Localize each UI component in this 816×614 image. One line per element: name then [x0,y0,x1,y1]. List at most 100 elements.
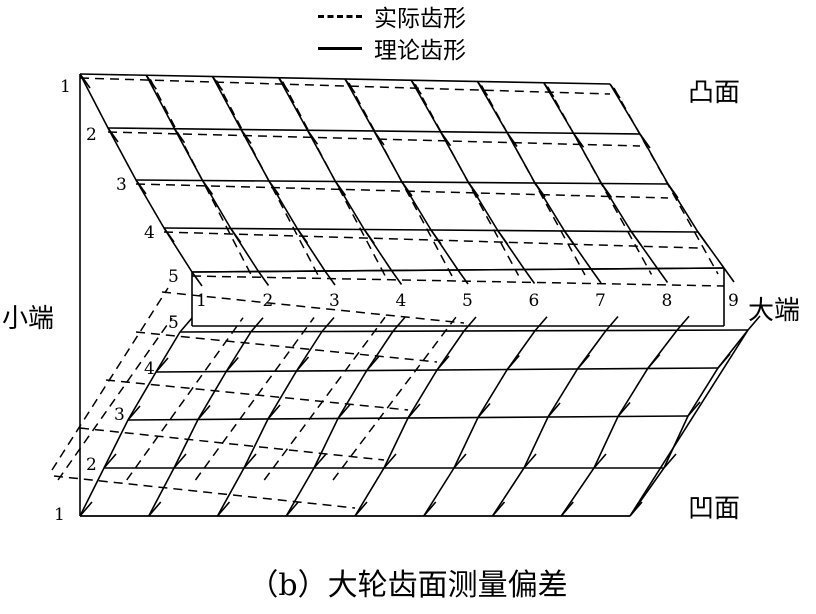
convex-face-label: 凸面 [688,78,741,108]
concave-row-number: 1 [54,505,65,525]
theory-concave-cell-depth [155,357,169,373]
figure-caption: （b）大轮齿面测量偏差 [248,568,568,603]
actual-convex-column-line [348,82,453,277]
theory-concave-cell-depth [197,404,211,421]
actual-concave-column-line [126,317,244,481]
actual-convex-column-line [480,85,586,276]
concave-row-number: 4 [144,359,155,379]
actual-concave-row-line [53,475,356,509]
theory-convex-cell-depth [563,230,576,246]
theory-concave-cell-depth [534,316,548,332]
actual-concave-row-line [79,427,385,461]
actual-profile-grid [51,77,725,509]
theory-concave-cell-depth [747,315,761,331]
actual-convex-column-line [149,78,254,278]
theory-convex-cell-depth [630,231,642,246]
theory-concave-cell-depth [383,453,397,469]
theory-concave-cell-depth [523,453,537,469]
theory-concave-cell-depth [250,317,264,333]
theory-convex-cell-depth [590,268,602,284]
convex-row-number: 1 [60,77,71,97]
actual-convex-column-line [414,83,520,276]
convex-rim-top [191,267,725,273]
theory-convex-cell-depth [497,230,509,245]
theory-concave-cell-depth [676,315,690,331]
actual-convex-column-line [282,81,387,277]
theory-concave-cell-depth [267,404,281,420]
concave-face-label: 凹面 [688,494,741,524]
column-number: 6 [529,291,540,311]
theory-convex-cell-depth [230,228,242,243]
actual-concave-column-line [332,316,457,481]
concave-row-number: 5 [168,313,179,333]
theory-concave-cell-depth [617,401,631,418]
actual-concave-column-line [57,317,173,481]
theory-convex-cell-depth [79,73,91,89]
theory-concave-cell-depth [148,501,162,517]
theory-concave-cell-depth [407,403,421,419]
theory-concave-cell-depth [243,453,257,469]
concave-row-number: 2 [86,455,97,475]
theory-concave-cell-depth [103,453,117,469]
theory-convex-cell-depth [334,181,347,196]
theory-concave-cell-depth [605,315,619,332]
actual-convex-row-line [107,131,641,147]
theory-concave-cell-depth [453,453,467,469]
actual-concave-column-line [263,316,386,481]
actual-concave-small-end-edge [51,287,169,471]
legend-actual-label: 实际齿形 [374,6,466,32]
actual-convex-row-line [191,275,725,287]
theory-convex-cell-depth [572,132,585,148]
column-number: 7 [595,291,606,311]
theory-concave-cell-depth [127,405,141,421]
actual-concave-column-line [194,317,315,481]
column-number: 5 [462,291,473,311]
legend-item-theory: 理论齿形 [318,34,466,64]
theory-concave-cell-depth [506,354,520,371]
theory-concave-cell-depth [663,453,677,469]
theory-convex-column-line [476,81,592,270]
theory-concave-cell-depth [491,501,506,517]
concave-large-end-edge [629,329,749,517]
theory-concave-column-line [491,330,607,517]
column-number: 2 [263,291,274,311]
theory-concave-cell-depth [392,316,406,332]
theory-concave-cell-depth [477,402,491,419]
actual-concave-row-line [161,291,465,324]
theory-concave-cell-depth [354,501,368,517]
theory-convex-cell-depth [723,267,735,283]
theory-convex-column-line [211,76,326,272]
theory-concave-cell-depth [547,402,561,418]
theory-convex-cell-depth [467,182,480,197]
theory-convex-column-line [344,78,459,271]
theory-concave-cell-depth [687,401,701,417]
theory-concave-column-line [560,329,678,517]
theory-convex-cell-depth [363,229,375,244]
theory-convex-cell-depth [257,271,270,286]
theory-convex-column-line [278,77,393,271]
convex-row-number: 2 [86,125,97,145]
theory-concave-cell-depth [225,356,239,373]
theory-convex-column-line [609,83,725,269]
theory-convex-cell-depth [639,133,651,149]
theory-concave-cell-depth [647,353,661,370]
convex-row-number: 5 [168,267,179,287]
small-end-label: 小端 [2,304,55,334]
large-end-label: 大端 [748,296,801,326]
actual-convex-row-line [79,77,611,95]
theory-concave-cell-depth [285,501,299,517]
theory-concave-cell-depth [436,355,450,371]
theory-convex-cell-depth [401,181,413,197]
theory-convex-column-line [79,73,193,273]
theory-concave-cell-depth [463,316,477,332]
theory-convex-cell-depth [430,229,442,245]
convex-row-number: 3 [116,175,127,195]
theory-concave-cell-depth [576,354,591,370]
theory-concave-cell-depth [423,501,437,517]
theory-convex-cell-depth [697,231,709,247]
theory-concave-cell-depth [313,453,327,469]
actual-convex-row-line [135,183,669,199]
